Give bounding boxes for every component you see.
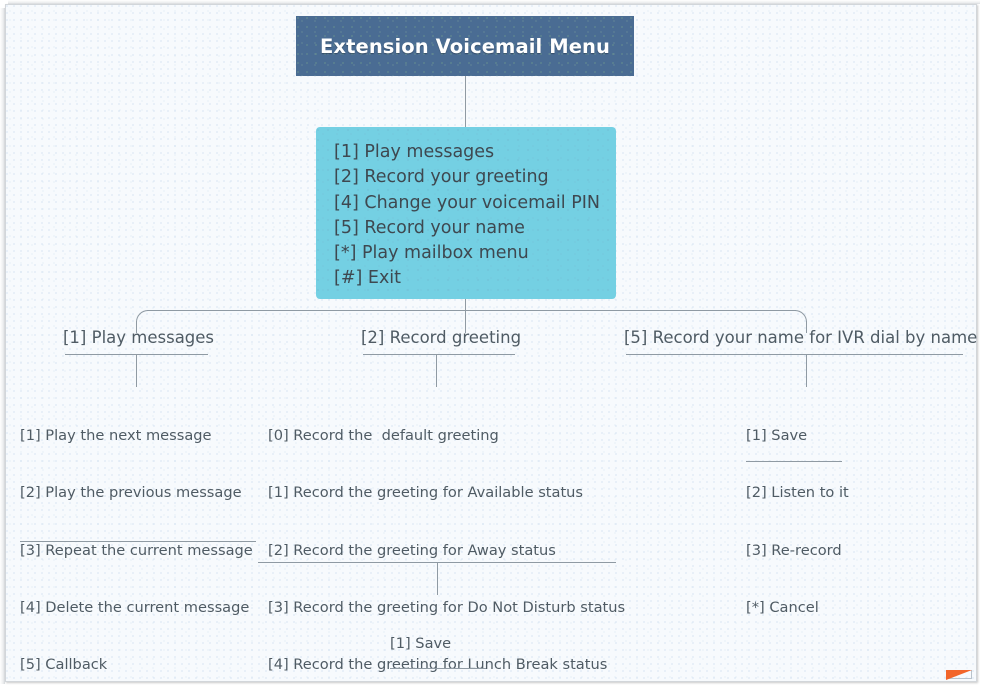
branch-rule-record-greeting-bottom	[258, 562, 616, 563]
connector-drop-branch-2	[465, 310, 466, 333]
connector-corner-left	[136, 310, 148, 322]
main-menu-item: [1] Play messages	[334, 142, 495, 162]
main-menu-item: [4] Change your voicemail PIN	[334, 192, 601, 213]
list-item: [4] Record the greeting for Lunch Break …	[268, 656, 608, 674]
root-node-extension-voicemail-menu[interactable]: Extension Voicemail Menu	[296, 16, 634, 76]
branch-heading-play-messages[interactable]: [1] Play messages	[63, 328, 215, 347]
branch-rule-record-greeting	[363, 354, 515, 355]
connector-branch-3-to-list	[806, 355, 807, 387]
list-item: [4] Delete the current message	[20, 599, 250, 617]
root-node-title: Extension Voicemail Menu	[319, 34, 610, 58]
list-item: [3] Repeat the current message	[20, 541, 253, 559]
connector-record-greeting-to-actions	[437, 563, 438, 595]
list-item: [3] Re-record	[746, 541, 842, 559]
list-item: [2] Listen to it	[746, 484, 849, 502]
list-item: [3] Record the greeting for Do Not Distu…	[268, 599, 626, 617]
main-menu-node[interactable]: [1] Play messages [2] Record your greeti…	[316, 127, 616, 299]
connector-branch-bus	[147, 310, 796, 311]
list-item: [5] Callback	[20, 656, 108, 674]
branch-rule-play-messages-bottom	[20, 541, 256, 542]
branch-heading-record-greeting[interactable]: [2] Record greeting	[361, 328, 522, 347]
connector-branch-2-to-list	[436, 355, 437, 387]
connector-root-to-main	[465, 76, 466, 127]
leaf-list-record-name: [1] Save [2] Listen to it [3] Re-record …	[746, 388, 849, 655]
connector-branch-1-to-list	[136, 355, 137, 387]
page-shadow-top	[8, 0, 980, 4]
main-menu-item: [5] Record your name	[334, 217, 525, 238]
list-item: [1] Record the greeting for Available st…	[268, 484, 584, 502]
branch-rule-play-messages	[65, 354, 208, 355]
main-menu-item: [*] Play mailbox menu	[334, 243, 529, 264]
main-menu-item: [#] Exit	[334, 268, 402, 289]
branch-rule-record-name	[626, 354, 963, 355]
diagram-canvas: Extension Voicemail Menu [1] Play messag…	[5, 4, 977, 682]
list-item: [1] Save	[746, 427, 808, 445]
list-item: [1] Play the next message	[20, 427, 212, 445]
connector-main-drop	[465, 299, 466, 311]
resize-marker-triangle	[946, 670, 972, 680]
main-menu-item: [2] Record your greeting	[334, 167, 549, 188]
page-shadow-left	[0, 8, 5, 684]
resize-marker-icon[interactable]	[946, 670, 972, 680]
branch-heading-record-name[interactable]: [5] Record your name for IVR dial by nam…	[624, 328, 978, 347]
leaf-list-play-messages: [1] Play the next message [2] Play the p…	[20, 388, 261, 687]
list-item: [1] Save	[390, 635, 452, 653]
list-item: [0] Record the default greeting	[268, 427, 499, 445]
branch-rule-record-greeting-actions-bottom	[390, 668, 486, 669]
leaf-list-record-greeting-actions: [1] Save [2] Listen to it [3] Re-record …	[390, 596, 493, 687]
list-item: [2] Record the greeting for Away status	[268, 541, 556, 559]
list-item: [2] Play the previous message	[20, 484, 242, 502]
connector-drop-branch-3	[806, 321, 807, 333]
list-item: [*] Cancel	[746, 599, 819, 617]
branch-rule-record-name-bottom	[746, 461, 842, 462]
leaf-list-record-greeting: [0] Record the default greeting [1] Reco…	[268, 388, 625, 687]
connector-drop-branch-1	[136, 321, 137, 333]
